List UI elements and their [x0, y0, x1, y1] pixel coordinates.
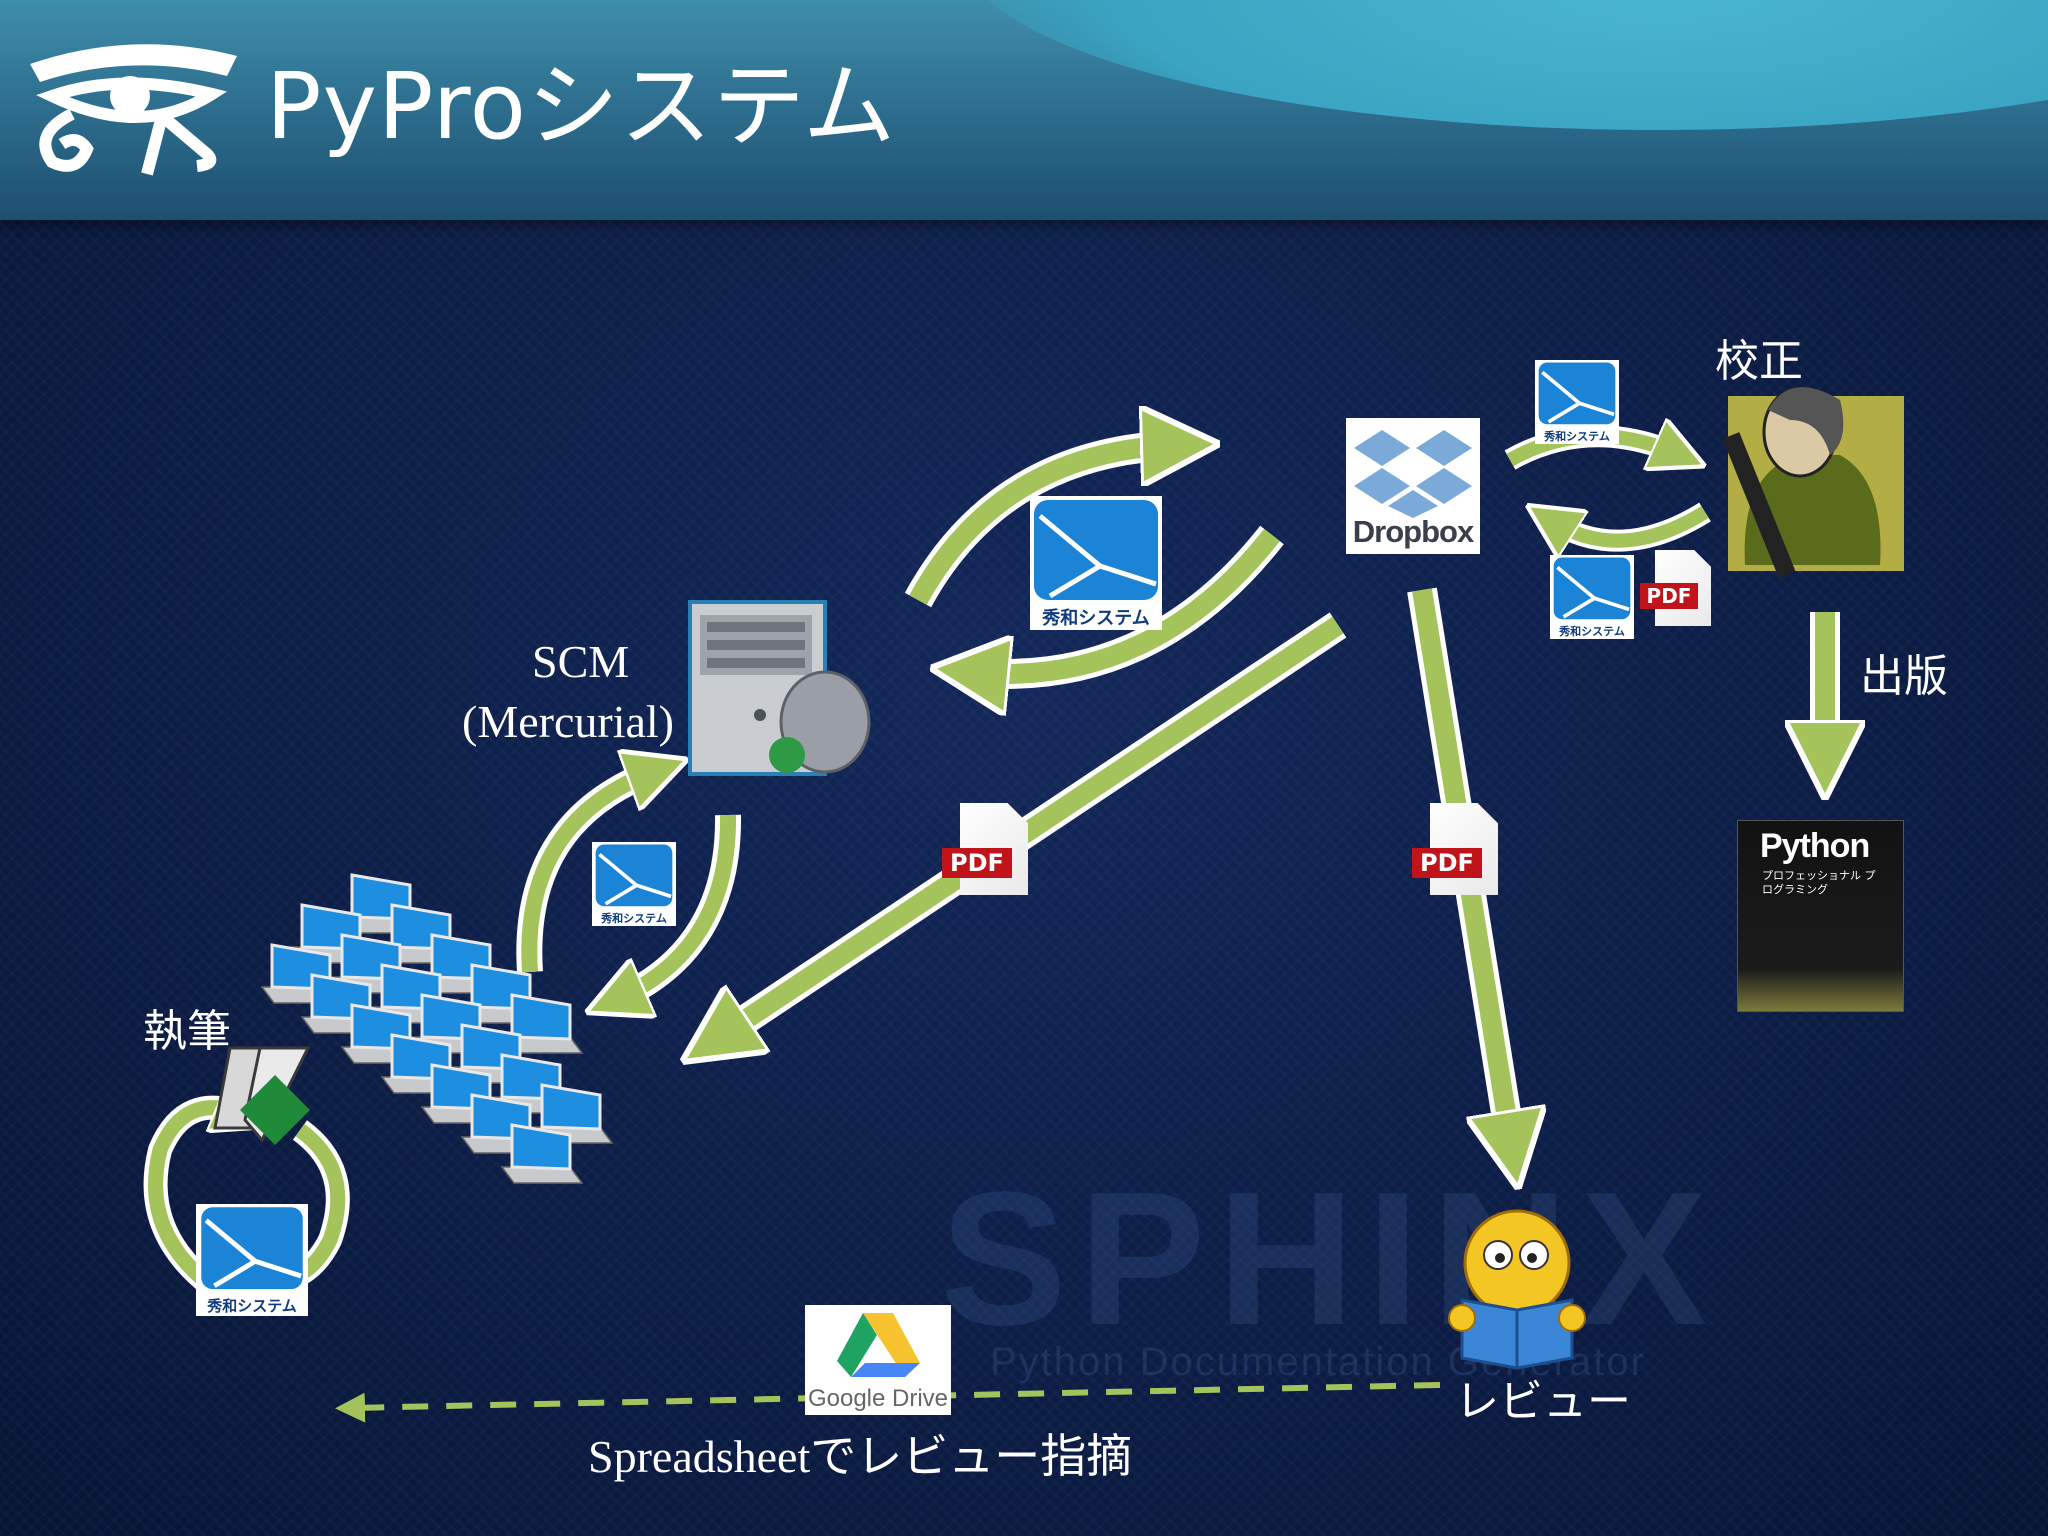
slide-title: PyProシステム	[266, 53, 897, 160]
publish-label: 出版	[1860, 651, 1948, 702]
review-label: レビュー	[1455, 1376, 1631, 1427]
seiwa-logo-icon: 秀和システム	[1535, 360, 1619, 444]
google-drive-node: Google Drive	[805, 1305, 951, 1415]
scm-label: SCM	[532, 636, 630, 687]
sphinx-eye-icon	[30, 44, 237, 176]
seiwa-logo-icon: 秀和システム	[196, 1204, 308, 1316]
book-cover-icon: Python プロフェッショナル プログラミング	[1737, 820, 1904, 1012]
dropbox-label: Dropbox	[1352, 514, 1474, 549]
book-title: Python	[1760, 827, 1870, 865]
reviewer-smiley-icon	[1448, 1209, 1586, 1370]
vim-icon	[213, 1046, 311, 1145]
scm-sub-label: (Mercurial)	[462, 696, 674, 747]
google-drive-label: Google Drive	[807, 1385, 949, 1412]
laptops-icon	[260, 873, 614, 1184]
laptop-icon	[500, 1123, 584, 1184]
book-subtitle: プロフェッショナル プログラミング	[1762, 869, 1876, 897]
pdf-tag: PDF	[942, 848, 1012, 878]
seiwa-logo-icon: 秀和システム	[1550, 555, 1634, 639]
proofread-label: 校正	[1715, 336, 1803, 387]
seiwa-logo-icon: 秀和システム	[592, 842, 676, 926]
laptop-icon	[500, 993, 584, 1054]
google-drive-icon	[837, 1313, 920, 1377]
feedback-label: Spreadsheetでレビュー指摘	[588, 1431, 1133, 1482]
writing-label: 執筆	[143, 1006, 231, 1057]
dropbox-logo-icon	[1354, 430, 1472, 518]
proofreader-icon	[1722, 386, 1904, 578]
slide-header: PyProシステム	[0, 0, 2048, 220]
server-icon	[688, 600, 871, 776]
pdf-tag: PDF	[1640, 583, 1698, 609]
seiwa-logo-icon: 秀和システム	[1030, 496, 1162, 630]
pdf-tag: PDF	[1412, 848, 1482, 878]
